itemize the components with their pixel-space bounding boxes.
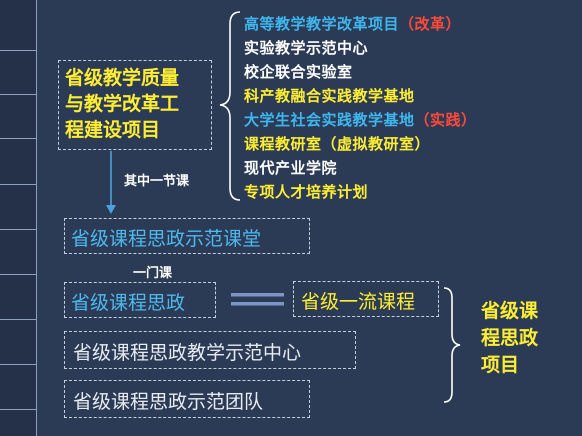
project-list-item: 科产教融合实践教学基地 — [244, 87, 415, 105]
side-divider — [0, 184, 36, 185]
arrow-label: 其中一节课 — [124, 174, 190, 189]
teaching-center-text: 省级课程思政教学示范中心 — [73, 342, 302, 364]
teaching-center-box: 省级课程思政教学示范中心 — [64, 331, 356, 369]
down-arrow-head — [106, 205, 116, 214]
side-strip — [0, 0, 36, 436]
project-list-item: 大学生社会实践教学基地（实践） — [244, 109, 477, 130]
project-list-item: 课程教研室（虚拟教研室） — [244, 135, 431, 153]
project-item-text: 高等教学教学改革项目 — [244, 15, 400, 33]
ideology-course-text: 省级课程思政 — [71, 292, 186, 314]
side-divider — [0, 319, 36, 320]
first-class-course-box: 省级一流课程 — [293, 281, 439, 317]
project-list-item: 专项人才培养计划 — [244, 183, 369, 201]
project-list-item: 实验教学示范中心 — [244, 39, 369, 57]
side-divider — [0, 138, 36, 139]
project-list-item: 高等教学教学改革项目（改革） — [244, 13, 461, 34]
side-divider — [0, 229, 36, 230]
side-divider — [0, 94, 36, 95]
right-brace — [443, 287, 461, 403]
first-class-course-text: 省级一流课程 — [301, 291, 416, 313]
equals-sign-top — [231, 293, 284, 297]
list-brace — [219, 11, 241, 201]
right-project-line: 项目 — [481, 354, 520, 376]
main-project-line: 省级教学质量 — [65, 67, 180, 89]
project-item-text: 大学生社会实践教学基地 — [244, 111, 415, 129]
project-list-item: 现代产业学院 — [244, 159, 338, 177]
vertical-divider — [36, 0, 37, 436]
right-project-label: 省级课 程思政 项目 — [481, 298, 538, 379]
side-divider — [0, 50, 36, 51]
project-item-tag: （改革） — [399, 15, 462, 33]
team-text: 省级课程思政示范团队 — [73, 391, 264, 413]
one-course-label: 一门课 — [133, 266, 173, 281]
team-box: 省级课程思政示范团队 — [64, 380, 310, 418]
right-project-line: 程思政 — [481, 327, 539, 349]
main-project-line: 与教学改革工 — [65, 93, 180, 115]
project-item-tag: （实践） — [414, 111, 477, 129]
main-project-box: 省级教学质量 与教学改革工 程建设项目 — [58, 60, 212, 150]
equals-sign-bottom — [231, 302, 284, 306]
classroom-text: 省级课程思政示范课堂 — [71, 228, 262, 250]
side-divider — [0, 409, 36, 410]
project-list-item: 校企联合实验室 — [244, 63, 353, 81]
classroom-box: 省级课程思政示范课堂 — [64, 218, 310, 254]
main-project-line: 程建设项目 — [65, 119, 161, 141]
side-divider — [0, 274, 36, 275]
right-project-line: 省级课 — [481, 300, 539, 322]
side-divider — [0, 364, 36, 365]
ideology-course-box: 省级课程思政 — [64, 282, 216, 318]
